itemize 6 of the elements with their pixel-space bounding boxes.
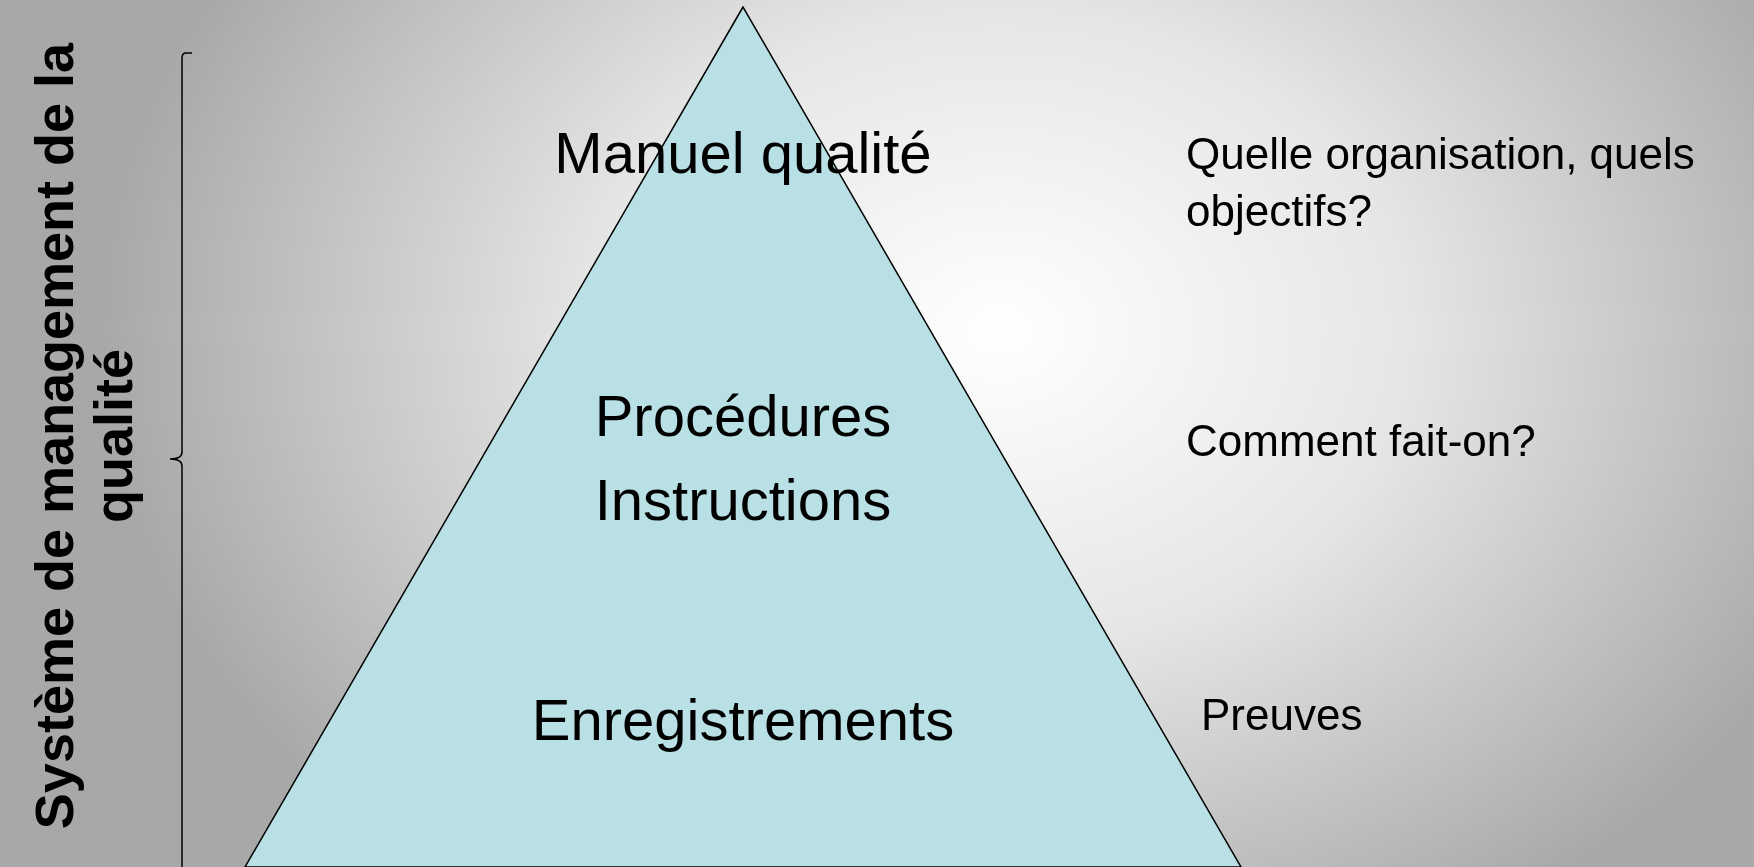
side-note: Quelle organisation, quels objectifs? [1186, 128, 1696, 238]
side-note: Preuves [1201, 689, 1364, 741]
side-note: Comment fait-on? [1186, 415, 1537, 467]
pyramid-level-text: Enregistrements [530, 686, 956, 754]
pyramid-level-text: Procédures Instructions [593, 382, 893, 535]
vertical-heading: Système de management de la qualité [24, 41, 144, 832]
